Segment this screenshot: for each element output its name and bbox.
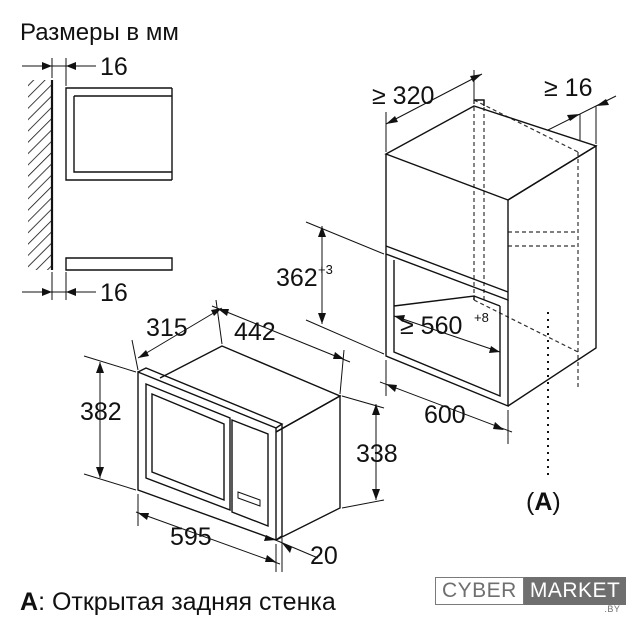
microwave-frame-dim: 20 — [264, 535, 338, 572]
microwave-width-label: 595 — [170, 523, 212, 551]
microwave-display — [237, 491, 261, 507]
page-title: Размеры в мм — [20, 19, 179, 46]
microwave-depth-label: 315 — [146, 314, 188, 342]
microwave-door — [145, 382, 231, 512]
niche-height-label: 362 — [276, 264, 318, 292]
bottom-gap-label: 16 — [100, 279, 128, 307]
niche-width-label: ≥ 560 — [400, 312, 462, 340]
microwave-body-height-dim: 338 — [341, 395, 398, 509]
logo-left-part: CYBER — [435, 577, 524, 605]
niche-opening — [385, 254, 509, 408]
niche-height-dim: 362 +3 — [276, 221, 385, 355]
rear-opening-marker: (A) — [526, 312, 561, 516]
lower-frame-profile — [65, 257, 173, 271]
cabinet-hidden-edges — [473, 99, 579, 388]
cabinet-niche — [384, 99, 598, 408]
legend-text: : Открытая задняя стенка — [38, 588, 336, 616]
microwave-frame-edge — [137, 367, 284, 541]
top-gap-arrow-b — [66, 62, 76, 70]
logo-right-part: MARKET — [523, 577, 627, 605]
cybermarket-logo: CYBER MARKET .BY — [435, 577, 627, 614]
cabinet-width-dim: 600 — [379, 360, 513, 444]
wall-hatch — [28, 80, 52, 270]
niche-width-dim: ≥ 560 +8 — [393, 310, 501, 353]
microwave-body-height-label: 338 — [356, 440, 398, 468]
microwave-frame-label: 20 — [310, 542, 338, 570]
niche-width-tol: +8 — [474, 310, 489, 325]
niche-depth-label: ≥ 320 — [372, 82, 434, 110]
microwave-top — [159, 345, 342, 433]
niche-height-tol: +3 — [318, 262, 333, 277]
niche-side-dim: ≥ 16 — [544, 74, 617, 144]
side-section-detail: 16 16 — [22, 53, 173, 307]
legend: A: Открытая задняя стенка — [20, 588, 336, 616]
microwave-front-height-dim: 382 — [80, 355, 137, 491]
top-gap-arrow-a — [42, 62, 52, 70]
cabinet-width-label: 600 — [424, 401, 466, 429]
legend-marker: A — [20, 588, 38, 616]
microwave-width-dim: 595 — [135, 494, 281, 572]
upper-frame-profile — [65, 87, 173, 181]
microwave-front-height-label: 382 — [80, 398, 122, 426]
cabinet-upper-front — [385, 154, 509, 302]
microwave-oven — [137, 345, 342, 541]
cabinet-right-panel — [507, 144, 597, 407]
top-gap-label: 16 — [100, 53, 128, 81]
cabinet-top-face — [384, 105, 598, 201]
niche-depth-dim: ≥ 320 — [372, 70, 483, 152]
logo-suffix: .BY — [604, 604, 621, 614]
cabinet-top-notch — [474, 99, 485, 106]
microwave-total-depth-dim: 442 — [211, 305, 351, 395]
cabinet-front-plate — [385, 245, 509, 293]
microwave-control-panel — [231, 418, 269, 528]
rear-opening-label: (A) — [526, 488, 561, 516]
niche-side-label: ≥ 16 — [544, 74, 592, 102]
microwave-side — [275, 394, 341, 541]
microwave-depth-dim: 315 — [131, 299, 223, 371]
bottom-gap-arrow-b — [66, 288, 76, 296]
bottom-gap-arrow-a — [42, 288, 52, 296]
microwave-total-depth-label: 442 — [234, 318, 276, 346]
